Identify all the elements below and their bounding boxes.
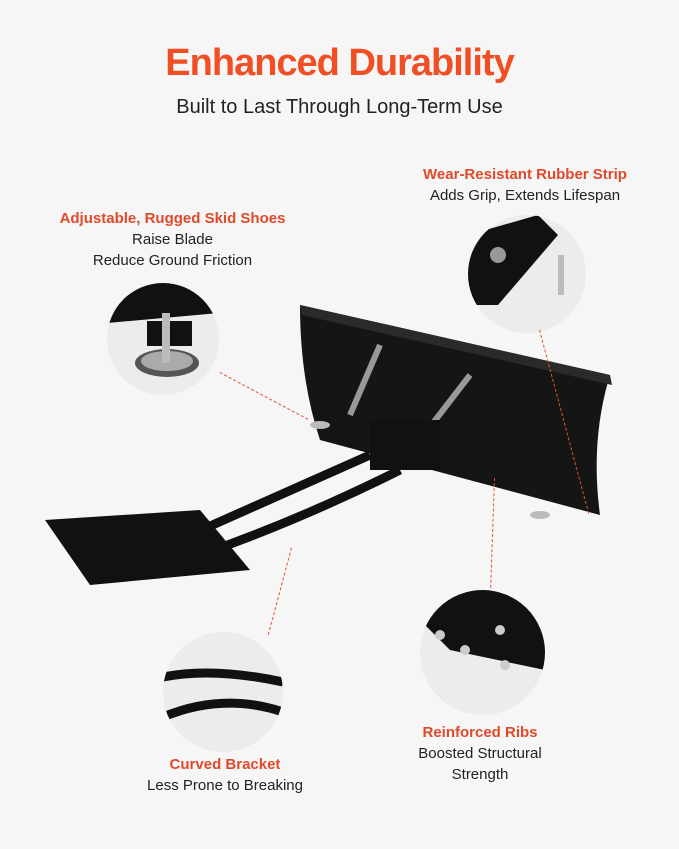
skid-shoe-detail-image bbox=[107, 283, 219, 395]
callout-text: Less Prone to Breaking bbox=[147, 777, 303, 794]
ribs-icon bbox=[420, 590, 545, 670]
page-subtitle: Built to Last Through Long-Term Use bbox=[176, 96, 503, 118]
curved-bracket-detail-image bbox=[163, 632, 283, 752]
callout-reinforced-ribs: Reinforced Ribs Boosted Structural Stren… bbox=[395, 722, 565, 785]
callout-text: Strength bbox=[451, 766, 509, 783]
callout-text: Boosted Structural bbox=[418, 745, 542, 762]
skid-shoe-icon bbox=[107, 283, 219, 377]
rubber-strip-icon bbox=[468, 215, 564, 305]
ribs-detail-image bbox=[420, 590, 545, 715]
page-title: Enhanced Durability bbox=[165, 42, 514, 84]
callout-text: Reduce Ground Friction bbox=[92, 252, 253, 269]
callout-skid-shoes: Adjustable, Rugged Skid Shoes Raise Blad… bbox=[40, 208, 305, 271]
callout-heading: Curved Bracket bbox=[169, 756, 281, 773]
callout-heading: Adjustable, Rugged Skid Shoes bbox=[59, 210, 286, 227]
callout-curved-bracket: Curved Bracket Less Prone to Breaking bbox=[120, 754, 330, 796]
callout-rubber-strip: Wear-Resistant Rubber Strip Adds Grip, E… bbox=[400, 164, 650, 206]
callout-heading: Reinforced Ribs bbox=[422, 724, 538, 741]
callout-text: Raise Blade bbox=[132, 231, 213, 248]
curved-bracket-icon bbox=[163, 668, 283, 722]
rubber-strip-detail-image bbox=[468, 215, 586, 333]
callout-text: Adds Grip, Extends Lifespan bbox=[429, 187, 621, 204]
callout-heading: Wear-Resistant Rubber Strip bbox=[423, 166, 627, 183]
